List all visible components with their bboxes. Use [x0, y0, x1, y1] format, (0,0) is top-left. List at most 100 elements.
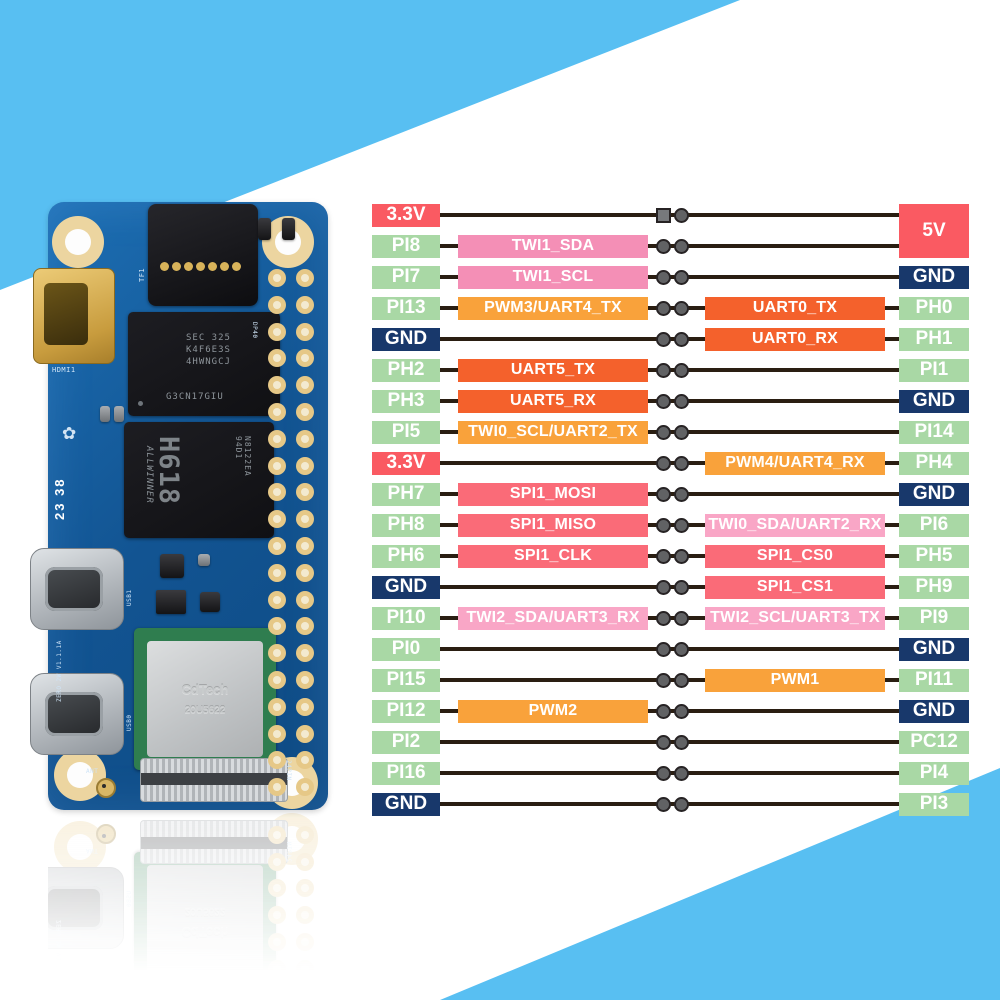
pin-dot: [673, 207, 689, 223]
sd-contact-pad: [184, 262, 193, 271]
pin-dot: [655, 579, 671, 595]
sd-contact-pad: [232, 262, 241, 271]
gpio-header-hole: [296, 697, 314, 716]
gpio-header-hole: [268, 295, 286, 314]
left-function-TWI0_SCL/UART2_TX: TWI0_SCL/UART2_TX: [458, 420, 648, 444]
gpio-header-hole: [296, 563, 314, 582]
gpio-header-hole: [268, 590, 286, 609]
pin-dot: [655, 765, 671, 781]
gpio-header-hole: [268, 617, 286, 636]
sd-contact-pad: [160, 262, 169, 271]
gpio-header-hole: [296, 751, 314, 770]
hdmi-silkscreen: HDMI1: [52, 366, 76, 374]
pin-dot: [673, 393, 689, 409]
left-pin-GND: GND: [372, 575, 440, 599]
left-pin-PI8: PI8: [372, 234, 440, 258]
left-function-SPI1_CLK: SPI1_CLK: [458, 544, 648, 568]
pin-dot: [673, 579, 689, 595]
right-pin-PH0: PH0: [899, 296, 969, 320]
left-pin-PH2: PH2: [372, 358, 440, 382]
gpio-header-hole: [268, 322, 286, 341]
pin-dot: [655, 672, 671, 688]
mini-hdmi-port: [33, 268, 115, 364]
microsd-slot: [148, 204, 258, 306]
left-pin-PH7: PH7: [372, 482, 440, 506]
left-function-TWI2_SDA/UART3_RX: TWI2_SDA/UART3_RX: [458, 606, 648, 630]
wifi-brand-marking: CdTech: [181, 682, 229, 697]
smd-component: [198, 554, 210, 566]
left-pin-3.3V: 3.3V: [372, 203, 440, 227]
gpio-header-hole: [296, 617, 314, 636]
left-pin-PI10: PI10: [372, 606, 440, 630]
pin-dot: [673, 238, 689, 254]
left-function-UART5_RX: UART5_RX: [458, 389, 648, 413]
pin-dot: [673, 610, 689, 626]
gpio-header-hole: [268, 697, 286, 716]
right-pin-PI1: PI1: [899, 358, 969, 382]
right-function-SPI1_CS1: SPI1_CS1: [705, 575, 885, 599]
sd-contact-pad: [172, 262, 181, 271]
right-function-TWI2_SCL/UART3_TX: TWI2_SCL/UART3_TX: [705, 606, 885, 630]
pin-dot: [655, 703, 671, 719]
sd-contact-pad: [196, 262, 205, 271]
right-pin-PI6: PI6: [899, 513, 969, 537]
gpio-header-hole: [296, 376, 314, 395]
gpio-header-hole: [268, 671, 286, 689]
right-function-PWM4/UART4_RX: PWM4/UART4_RX: [705, 451, 885, 475]
antenna-connector: [96, 778, 116, 798]
right-pin-GND: GND: [899, 482, 969, 506]
gpio-header-hole: [296, 537, 314, 555]
smd-component: [100, 406, 110, 422]
ram-marking: 4HWNGCJ: [186, 357, 231, 367]
inductor-component: [200, 592, 220, 612]
ram-marking: SEC 325: [186, 333, 231, 343]
gpio-header-hole: [296, 269, 314, 287]
left-function-PWM3/UART4_TX: PWM3/UART4_TX: [458, 296, 648, 320]
gpio-header-hole: [296, 483, 314, 502]
left-pin-GND: GND: [372, 327, 440, 351]
usb-c-port-2: [30, 673, 124, 755]
left-pin-PI7: PI7: [372, 265, 440, 289]
pin-dot: [673, 765, 689, 781]
gpio-header-hole: [268, 537, 286, 555]
left-pin-PI2: PI2: [372, 730, 440, 754]
pmic-chip: [156, 590, 186, 614]
left-pin-3.3V: 3.3V: [372, 451, 440, 475]
pin-dot: [673, 362, 689, 378]
left-pin-PI16: PI16: [372, 761, 440, 785]
pin-dot: [673, 486, 689, 502]
inductor-component: [160, 554, 184, 578]
right-function-UART0_TX: UART0_TX: [705, 296, 885, 320]
gpio-header-hole: [268, 778, 286, 797]
gpio-header-hole: [296, 590, 314, 609]
pin-dot: [655, 734, 671, 750]
pin-dot: [673, 424, 689, 440]
gpio-header-hole: [296, 510, 314, 529]
pin-dot: [673, 269, 689, 285]
left-pin-PI15: PI15: [372, 668, 440, 692]
pin-dot: [655, 362, 671, 378]
left-pin-PI0: PI0: [372, 637, 440, 661]
ram-marking: K4F6E3S: [186, 345, 231, 355]
antenna-silkscreen: ANT: [86, 768, 99, 775]
right-pin-PI3: PI3: [899, 792, 969, 816]
soc-chip: ALLWINNER H618 N8122EA 94D1: [124, 422, 274, 538]
right-pin-PI4: PI4: [899, 761, 969, 785]
right-pin-5V: 5V: [899, 203, 969, 258]
right-function-SPI1_CS0: SPI1_CS0: [705, 544, 885, 568]
right-pin-PC12: PC12: [899, 730, 969, 754]
pin1-square-marker: [655, 207, 671, 223]
gpio-header-hole: [268, 751, 286, 770]
left-function-TWI1_SCL: TWI1_SCL: [458, 265, 648, 289]
pin-dot: [655, 269, 671, 285]
left-pin-PI13: PI13: [372, 296, 440, 320]
usb-c-port-1: [30, 548, 124, 630]
right-pin-GND: GND: [899, 265, 969, 289]
pin-dot: [655, 300, 671, 316]
sd-contact-pad: [208, 262, 217, 271]
left-pin-PH6: PH6: [372, 544, 440, 568]
right-pin-PH5: PH5: [899, 544, 969, 568]
pin-dot: [673, 517, 689, 533]
